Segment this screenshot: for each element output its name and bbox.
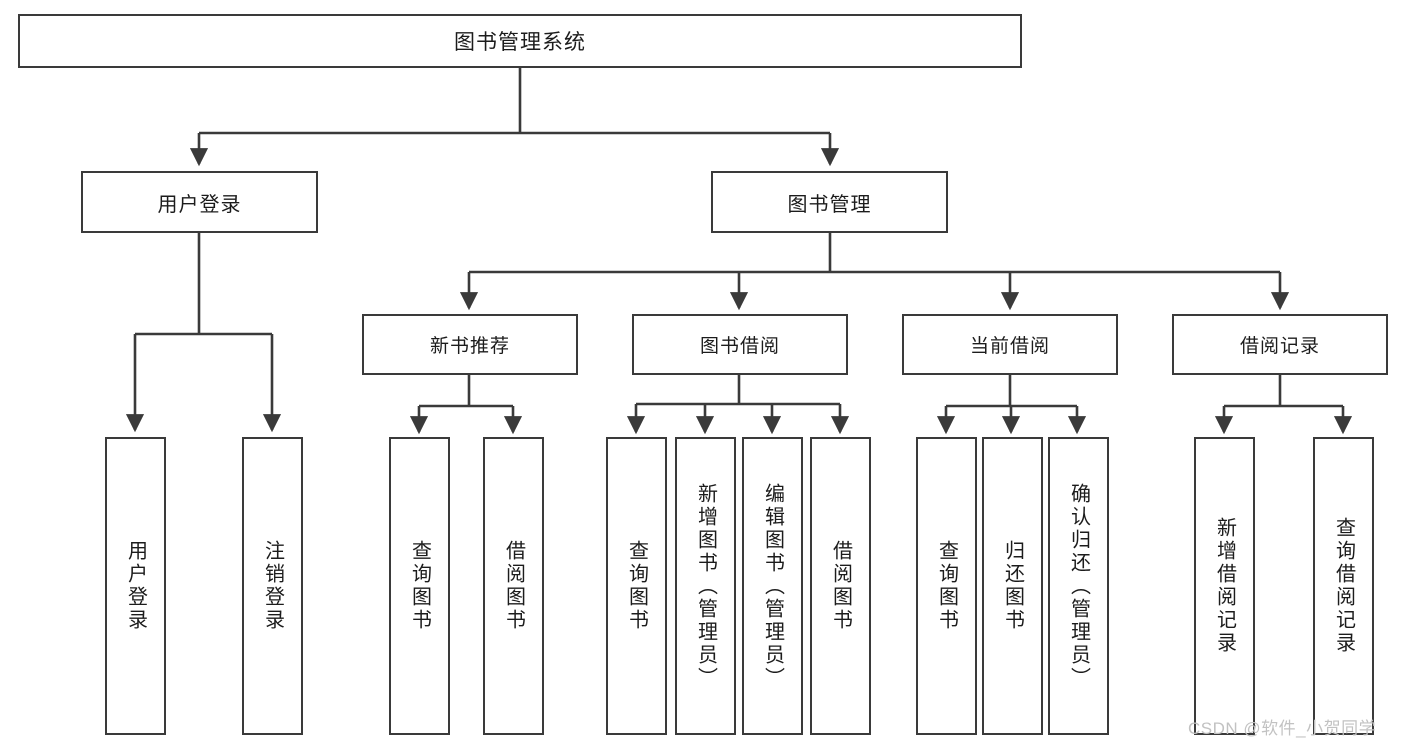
leaf-book-borrow-borrow-book[interactable]: 借阅图书 bbox=[810, 437, 871, 735]
leaf-book-borrow-edit-book[interactable]: 编辑图书（管理员） bbox=[742, 437, 803, 735]
node-root[interactable]: 图书管理系统 bbox=[18, 14, 1022, 68]
node-current-borrow[interactable]: 当前借阅 bbox=[902, 314, 1118, 375]
leaf-label: 借阅图书 bbox=[829, 540, 852, 632]
leaf-book-borrow-add-book[interactable]: 新增图书（管理员） bbox=[675, 437, 736, 735]
node-book-management[interactable]: 图书管理 bbox=[711, 171, 948, 233]
node-book-borrow-label: 图书借阅 bbox=[699, 336, 780, 357]
leaf-label: 注销登录 bbox=[261, 540, 284, 632]
leaf-borrow-record-query-record[interactable]: 查询借阅记录 bbox=[1313, 437, 1374, 735]
leaf-label: 用户登录 bbox=[124, 540, 147, 632]
leaf-book-borrow-query-book[interactable]: 查询图书 bbox=[606, 437, 667, 735]
leaf-label: 新增借阅记录 bbox=[1213, 517, 1236, 655]
leaf-label: 归还图书 bbox=[1001, 540, 1024, 632]
leaf-label: 查询借阅记录 bbox=[1332, 517, 1355, 655]
leaf-current-borrow-return-book[interactable]: 归还图书 bbox=[982, 437, 1043, 735]
leaf-label: 新增图书（管理员） bbox=[694, 482, 717, 690]
node-root-label: 图书管理系统 bbox=[454, 31, 586, 54]
leaf-user-login-login[interactable]: 用户登录 bbox=[105, 437, 166, 735]
node-book-borrow[interactable]: 图书借阅 bbox=[632, 314, 848, 375]
leaf-current-borrow-query-book[interactable]: 查询图书 bbox=[916, 437, 977, 735]
node-user-login[interactable]: 用户登录 bbox=[81, 171, 318, 233]
leaf-label: 查询图书 bbox=[935, 540, 958, 632]
leaf-new-book-query-book[interactable]: 查询图书 bbox=[389, 437, 450, 735]
leaf-label: 编辑图书（管理员） bbox=[761, 482, 784, 690]
leaf-label: 借阅图书 bbox=[502, 540, 525, 632]
node-new-book-recommend[interactable]: 新书推荐 bbox=[362, 314, 578, 375]
leaf-label: 确认归还（管理员） bbox=[1067, 482, 1090, 690]
leaf-borrow-record-add-record[interactable]: 新增借阅记录 bbox=[1194, 437, 1255, 735]
watermark: CSDN @软件_小贺同学 bbox=[1188, 719, 1377, 738]
leaf-user-login-logout[interactable]: 注销登录 bbox=[242, 437, 303, 735]
node-new-book-recommend-label: 新书推荐 bbox=[429, 336, 510, 357]
node-current-borrow-label: 当前借阅 bbox=[969, 336, 1050, 357]
node-user-login-label: 用户登录 bbox=[157, 193, 242, 216]
leaf-label: 查询图书 bbox=[408, 540, 431, 632]
leaf-new-book-borrow-book[interactable]: 借阅图书 bbox=[483, 437, 544, 735]
node-borrow-record[interactable]: 借阅记录 bbox=[1172, 314, 1388, 375]
leaf-label: 查询图书 bbox=[625, 540, 648, 632]
node-book-management-label: 图书管理 bbox=[787, 193, 872, 216]
leaf-current-borrow-confirm-return[interactable]: 确认归还（管理员） bbox=[1048, 437, 1109, 735]
node-borrow-record-label: 借阅记录 bbox=[1239, 336, 1320, 357]
